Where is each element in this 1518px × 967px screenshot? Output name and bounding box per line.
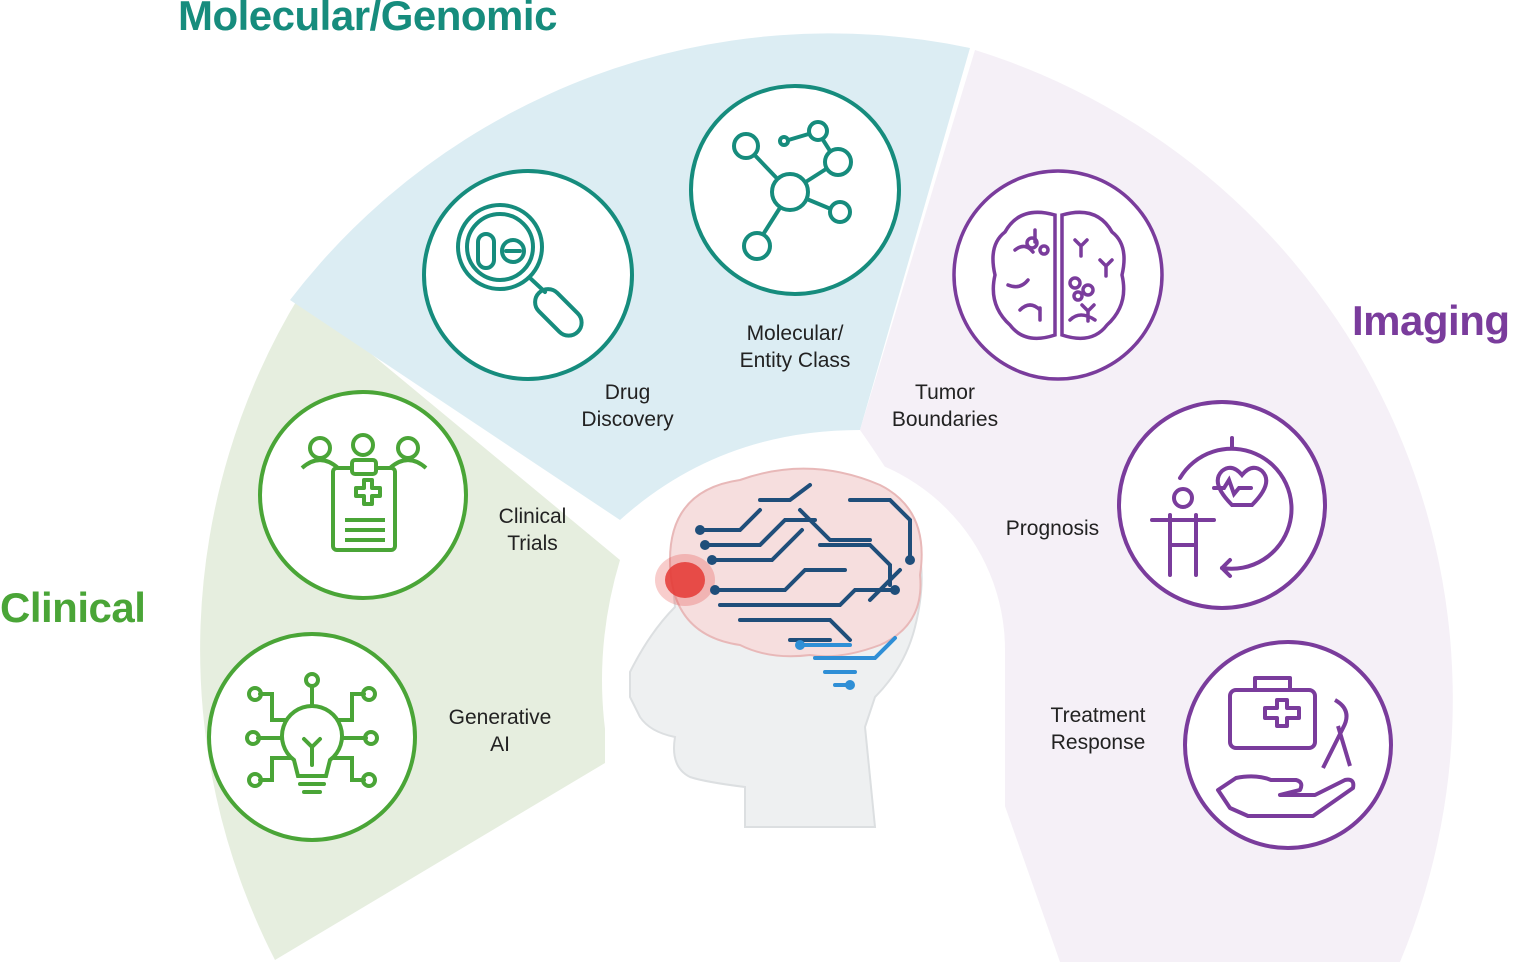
drug-discovery-icon <box>422 169 634 381</box>
prognosis-icon <box>1117 400 1327 610</box>
generative-ai-icon <box>207 632 417 842</box>
label-treatment-response: Treatment Response <box>1050 704 1146 754</box>
label-molecular-entity: Molecular/ Entity Class <box>739 322 851 372</box>
clinical-trials-icon <box>258 390 468 600</box>
label-drug-discovery: Drug Discovery <box>581 381 674 431</box>
label-generative-ai: Generative AI <box>448 706 552 756</box>
treatment-response-icon <box>1183 640 1393 850</box>
section-title-molecular: Molecular/Genomic <box>178 0 557 39</box>
label-prognosis: Prognosis <box>1005 517 1100 540</box>
section-title-imaging: Imaging <box>1352 297 1510 344</box>
molecule-icon <box>689 84 901 296</box>
label-clinical-trials: Clinical Trials <box>498 505 567 555</box>
brain-icon <box>952 169 1164 381</box>
head-circuit-brain-icon <box>629 467 923 828</box>
section-title-clinical: Clinical <box>0 584 146 631</box>
label-tumor-boundaries: Tumor Boundaries <box>891 381 999 431</box>
